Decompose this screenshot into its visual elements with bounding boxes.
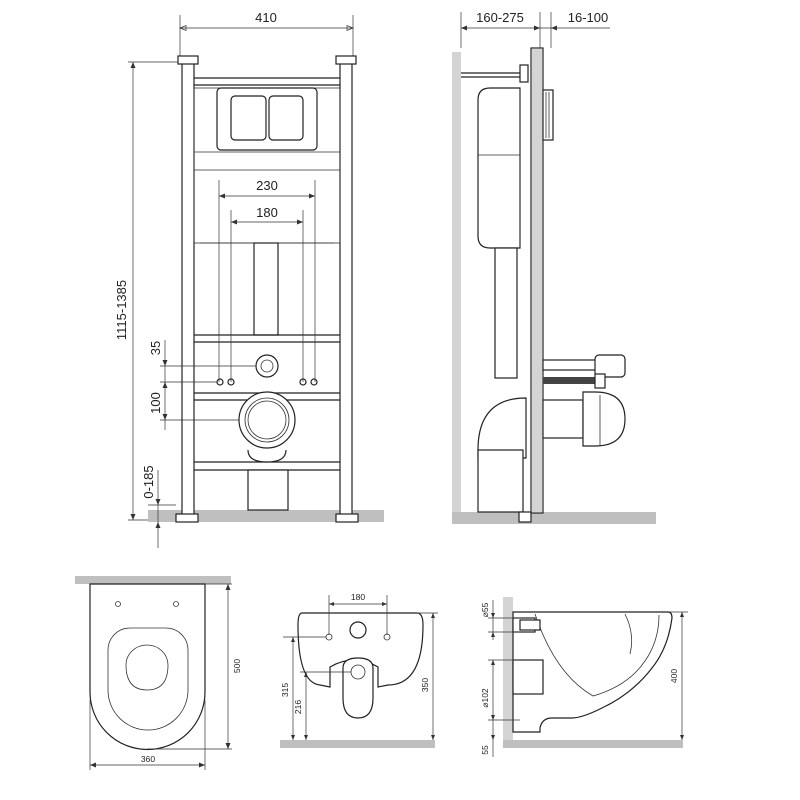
top-view: 500 360 [75, 576, 242, 770]
leg-range-label: 0-185 [141, 465, 156, 498]
outlet-diameter-label: ⌀102 [480, 688, 490, 708]
stud-left-1 [216, 378, 224, 386]
depth-range-label: 160-275 [476, 10, 524, 25]
side-view: 160-275 16-100 [452, 10, 656, 524]
frame-post-left [181, 61, 195, 518]
bowl-outline [89, 583, 206, 751]
height-range-label: 1115-1385 [114, 280, 129, 340]
frame-width-label: 410 [255, 10, 277, 25]
drain-outlet [238, 391, 296, 449]
front-view: 410 [114, 10, 384, 548]
side-outlet [542, 399, 584, 439]
profile-wall [503, 597, 513, 742]
stud-right-2 [310, 378, 318, 386]
inlet-height-label: 216 [293, 700, 303, 714]
top-diameter-label: ⌀55 [480, 602, 490, 617]
water-inlet [255, 354, 279, 378]
profile-outlet [512, 659, 544, 695]
profile-floor [503, 740, 683, 748]
lower-offset-label: 100 [148, 392, 163, 414]
hole-spacing-label: 180 [351, 592, 365, 602]
flush-button-right [268, 95, 304, 141]
upper-offset-label: 35 [148, 341, 163, 355]
drain-stub [247, 469, 289, 511]
side-bend [477, 397, 527, 459]
flush-button-left [230, 95, 267, 141]
wall-range-label: 16-100 [568, 10, 608, 25]
side-downpipe [494, 247, 518, 379]
cistern-side [477, 87, 521, 249]
outer-spacing-label: 230 [256, 178, 278, 193]
rear-floor [280, 740, 435, 748]
top-wall [75, 576, 231, 584]
total-height-label: 350 [420, 678, 430, 692]
rear-view: 180 315 216 350 [280, 592, 438, 748]
bowl-length-label: 500 [232, 659, 242, 673]
bowl-profile [512, 611, 673, 733]
downpipe [253, 242, 279, 336]
rear-outlet [342, 657, 374, 719]
frame-post-right [339, 61, 353, 518]
profile-height-label: 400 [669, 669, 679, 683]
side-wall [452, 52, 461, 522]
bottom-offset-label: 55 [480, 745, 490, 755]
bowl-width-label: 360 [141, 754, 155, 764]
outlet-height-label: 315 [280, 683, 290, 697]
side-inlet-pipe [542, 359, 599, 371]
inner-spacing-label: 180 [256, 205, 278, 220]
rear-inlet-hole [349, 621, 367, 639]
profile-view: ⌀55 ⌀102 55 400 [480, 597, 688, 757]
side-floor [452, 512, 656, 524]
front-floor [148, 510, 384, 522]
